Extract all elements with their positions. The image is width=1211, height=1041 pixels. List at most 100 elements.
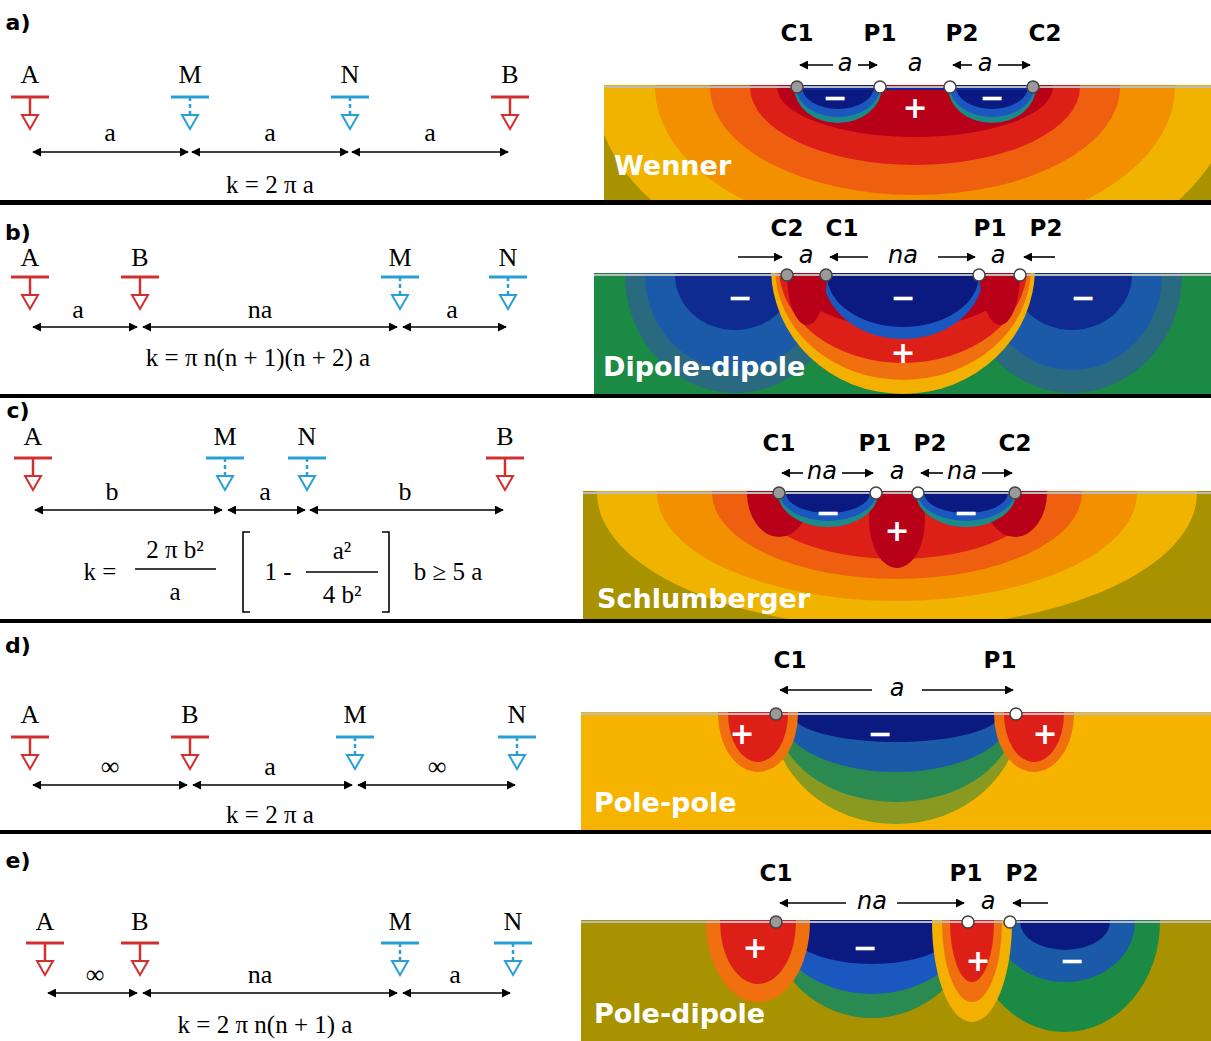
dimension-arrow [830, 256, 868, 258]
shape [942, 920, 1002, 1002]
shape [995, 920, 1135, 982]
geometric-factor: a [169, 578, 180, 606]
electrode-name: B [496, 422, 513, 452]
electrode-name: N [508, 700, 527, 730]
sensitivity-plot [604, 85, 1211, 200]
geometric-factor: a² [333, 537, 352, 565]
electrode-dot [770, 708, 782, 720]
shape [932, 920, 1012, 1022]
geometric-factor: b ≥ 5 a [414, 558, 483, 586]
geometric-factor: k = 2 π n(n + 1) a [178, 1011, 353, 1039]
shape [823, 273, 983, 339]
dimension-line [192, 151, 348, 153]
electrode-label: P2 [946, 20, 979, 46]
dimension-line [33, 326, 137, 328]
electrode-symbol [22, 295, 38, 309]
electrode-label: P1 [974, 215, 1007, 241]
shape [792, 712, 1000, 742]
electrode-label: C1 [781, 20, 814, 46]
electrode-dot [870, 487, 882, 499]
electrode-name: N [341, 60, 360, 90]
electrode-dot [781, 269, 793, 281]
electrode-symbol [299, 476, 315, 490]
dimension-line [193, 784, 352, 786]
ground-surface [594, 274, 1211, 276]
panel-letter: b) [5, 220, 31, 245]
electrode-name: N [499, 243, 518, 273]
electrode-symbol [22, 755, 38, 769]
shape [604, 85, 1211, 200]
dimension-arrow [738, 256, 782, 258]
shape [710, 85, 1120, 195]
electrode-name: A [21, 243, 40, 273]
dimension-line [358, 784, 515, 786]
electrode-dot [1010, 708, 1022, 720]
electrode-symbol [182, 115, 198, 129]
electrode-symbol [347, 755, 363, 769]
electrode-symbol [22, 115, 38, 129]
dimension-line [33, 151, 188, 153]
electrode-name: M [178, 60, 201, 90]
electrode-symbol [217, 476, 233, 490]
array-name: Dipole-dipole [603, 351, 805, 382]
geometric-factor: k = π n(n + 1)(n + 2) a [146, 344, 370, 372]
sensitivity-plot [581, 712, 1211, 830]
electrode-symbol [509, 755, 525, 769]
electrode-label: P2 [1030, 215, 1063, 241]
electrode-dot [1027, 81, 1039, 93]
electrode-name: M [343, 700, 366, 730]
sensitivity-sign: − [1070, 280, 1095, 315]
sensitivity-sign: + [902, 90, 927, 125]
shape [771, 273, 1035, 394]
spacing-label: a [890, 457, 905, 485]
shape [777, 85, 1053, 137]
spacing-label: a [838, 49, 853, 77]
sensitivity-sign: − [979, 80, 1004, 115]
sensitivity-sign: − [953, 495, 978, 530]
spacing-label: ∞ [428, 752, 447, 782]
dimension-arrow [897, 902, 964, 904]
electrode-label: P1 [864, 20, 897, 46]
shape [827, 273, 979, 327]
sensitivity-plot [583, 491, 1211, 619]
electrode-symbol [342, 115, 358, 129]
spacing-label: a [72, 295, 84, 325]
panel-letter: a) [6, 10, 31, 35]
electrode-name: M [213, 422, 236, 452]
spacing-label: na [807, 457, 837, 485]
sensitivity-sign: − [852, 930, 877, 965]
bracket [382, 532, 389, 612]
electrode-name: B [181, 700, 198, 730]
spacing-label: na [888, 241, 918, 269]
shape [776, 712, 1016, 802]
electrode-dot [820, 269, 832, 281]
electrode-dot [962, 916, 974, 928]
shape [980, 273, 1020, 325]
separator [0, 200, 1211, 205]
shape [785, 273, 1021, 328]
shape [706, 920, 810, 1002]
electrode-label: P1 [984, 647, 1017, 673]
separator [0, 830, 1211, 834]
electrode-label: C2 [1029, 20, 1062, 46]
electrode-label: C2 [771, 215, 804, 241]
electrode-name: A [21, 700, 40, 730]
array-name: Schlumberger [597, 583, 810, 614]
electrode-symbol [500, 295, 516, 309]
shape [780, 712, 1012, 772]
spacing-label: a [991, 241, 1006, 269]
electrode-name: B [131, 243, 148, 273]
sensitivity-sign: + [965, 943, 990, 978]
electrode-name: A [36, 907, 55, 937]
fraction-bar [135, 568, 216, 570]
dimension-line [403, 326, 506, 328]
electrode-dot [973, 269, 985, 281]
spacing-label: b [106, 477, 119, 507]
spacing-label: a [264, 118, 276, 148]
geometric-factor: 1 - [264, 558, 291, 586]
shape [720, 920, 796, 984]
array-name: Pole-dipole [594, 998, 765, 1029]
electrode-symbol [37, 961, 53, 975]
dimension-arrow [1013, 902, 1048, 904]
spacing-label: a [446, 295, 458, 325]
